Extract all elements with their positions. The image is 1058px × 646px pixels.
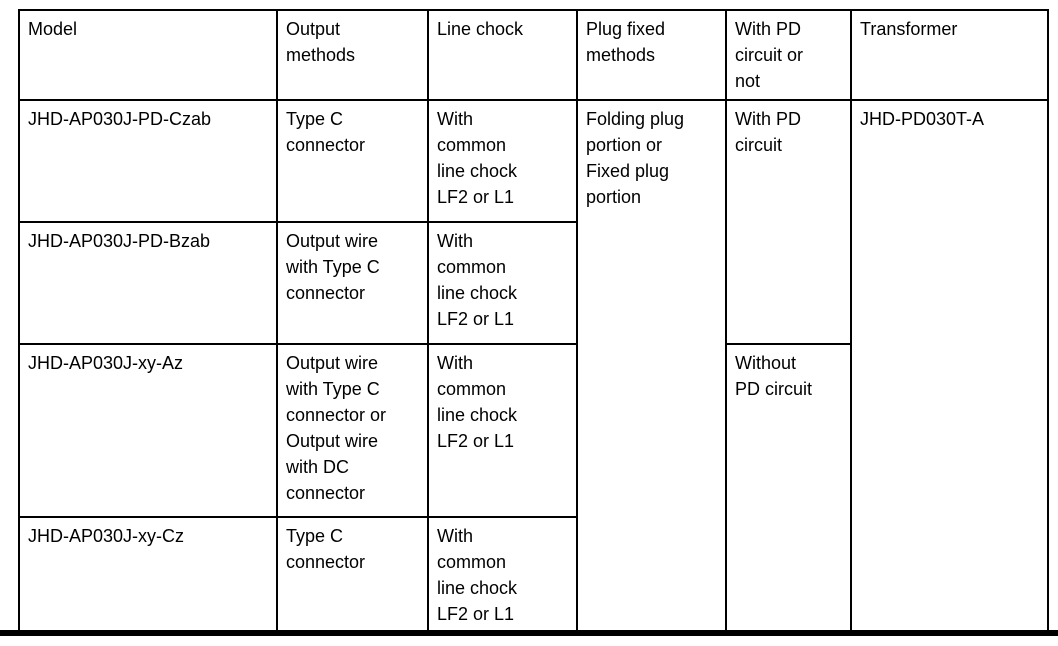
cell-line-chock-2: With common line chock LF2 or L1	[427, 221, 578, 345]
cell-transformer-model: JHD-PD030T-A	[850, 99, 1049, 636]
header-plug-fixed-methods: Plug fixed methods	[576, 9, 727, 101]
header-line-chock: Line chock	[427, 9, 578, 101]
cell-line-chock-3: With common line chock LF2 or L1	[427, 343, 578, 518]
cell-output-method-2: Output wire with Type C connector	[276, 221, 429, 345]
table-row: JHD-AP030J-PD-Bzab Output wire with Type…	[18, 221, 1048, 345]
header-transformer: Transformer	[850, 9, 1049, 101]
cell-model-1: JHD-AP030J-PD-Czab	[18, 99, 278, 223]
table-row: JHD-AP030J-PD-Czab Type C connector With…	[18, 99, 1049, 636]
cell-model-4: JHD-AP030J-xy-Cz	[18, 516, 278, 636]
model-spec-table: Model Output methods Line chock Plug fix…	[18, 9, 1049, 636]
cell-line-chock-1: With common line chock LF2 or L1	[427, 99, 578, 223]
page-bottom-rule	[0, 630, 1058, 636]
header-output-methods: Output methods	[276, 9, 429, 101]
cell-plug-fixed-methods: Folding plug portion or Fixed plug porti…	[576, 99, 727, 636]
cell-model-3: JHD-AP030J-xy-Az	[18, 343, 278, 518]
cell-output-method-3: Output wire with Type C connector or Out…	[276, 343, 429, 518]
table-row: JHD-AP030J-xy-Cz Type C connector With c…	[18, 516, 1048, 636]
header-pd-circuit: With PD circuit or not	[725, 9, 852, 101]
header-model: Model	[18, 9, 278, 101]
cell-output-method-4: Type C connector	[276, 516, 429, 636]
cell-with-pd-circuit: With PD circuit	[725, 99, 852, 345]
cell-model-2: JHD-AP030J-PD-Bzab	[18, 221, 278, 345]
cell-output-method-1: Type C connector	[276, 99, 429, 223]
cell-line-chock-4: With common line chock LF2 or L1	[427, 516, 578, 636]
table-header-row: Model Output methods Line chock Plug fix…	[18, 9, 1049, 101]
cell-without-pd-circuit: Without PD circuit	[725, 343, 852, 636]
